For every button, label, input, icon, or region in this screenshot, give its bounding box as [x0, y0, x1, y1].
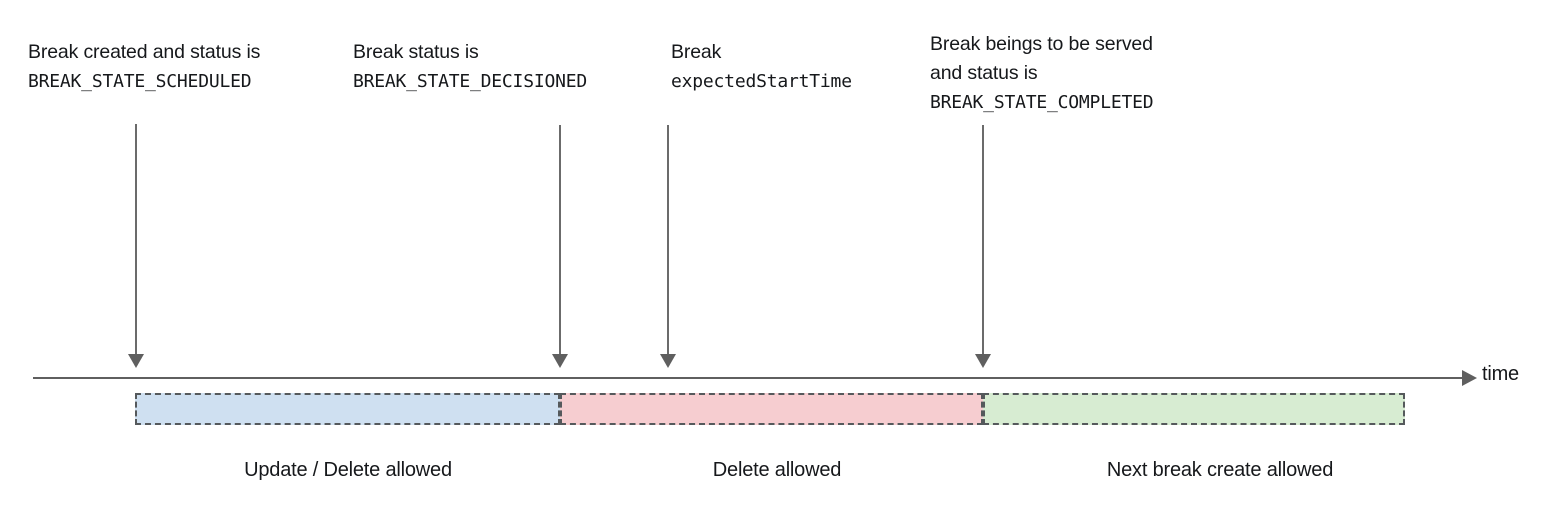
annotation-line: BREAK_STATE_SCHEDULED	[28, 71, 252, 92]
annotation-completed: Break beings to be served and status is …	[930, 30, 1154, 117]
phase-caption-delete-only: Delete allowed	[712, 459, 842, 481]
event-arrow-line-decisioned	[559, 125, 561, 357]
annotation-line: and status is	[930, 62, 1038, 84]
phase-caption-update-delete: Update / Delete allowed	[244, 459, 452, 481]
phase-bar-next-break-create	[983, 393, 1405, 425]
time-axis-line	[33, 377, 1472, 379]
annotation-line: Break created and status is	[28, 41, 261, 63]
time-axis-label: time	[1482, 363, 1519, 385]
annotation-line: Break beings to be served	[930, 33, 1153, 55]
annotation-line: BREAK_STATE_COMPLETED	[930, 92, 1154, 113]
phase-bar-delete-only	[560, 393, 983, 425]
annotation-scheduled: Break created and status is BREAK_STATE_…	[28, 38, 260, 96]
event-arrow-line-completed	[982, 125, 984, 357]
annotation-line: Break status is	[353, 41, 479, 63]
arrow-right-icon	[1462, 370, 1477, 386]
annotation-line: expectedStartTime	[671, 71, 852, 92]
arrow-down-icon	[660, 354, 676, 368]
annotation-decisioned: Break status is BREAK_STATE_DECISIONED	[353, 38, 587, 96]
event-arrow-line-scheduled	[135, 124, 137, 357]
event-arrow-line-expected-start-time	[667, 125, 669, 357]
phase-bar-update-delete	[135, 393, 560, 425]
arrow-down-icon	[552, 354, 568, 368]
annotation-line: Break	[671, 41, 722, 63]
annotation-expected-start-time: Break expectedStartTime	[671, 38, 852, 96]
annotation-line: BREAK_STATE_DECISIONED	[353, 71, 588, 92]
phase-caption-next-break-create: Next break create allowed	[1106, 459, 1334, 481]
arrow-down-icon	[975, 354, 991, 368]
arrow-down-icon	[128, 354, 144, 368]
